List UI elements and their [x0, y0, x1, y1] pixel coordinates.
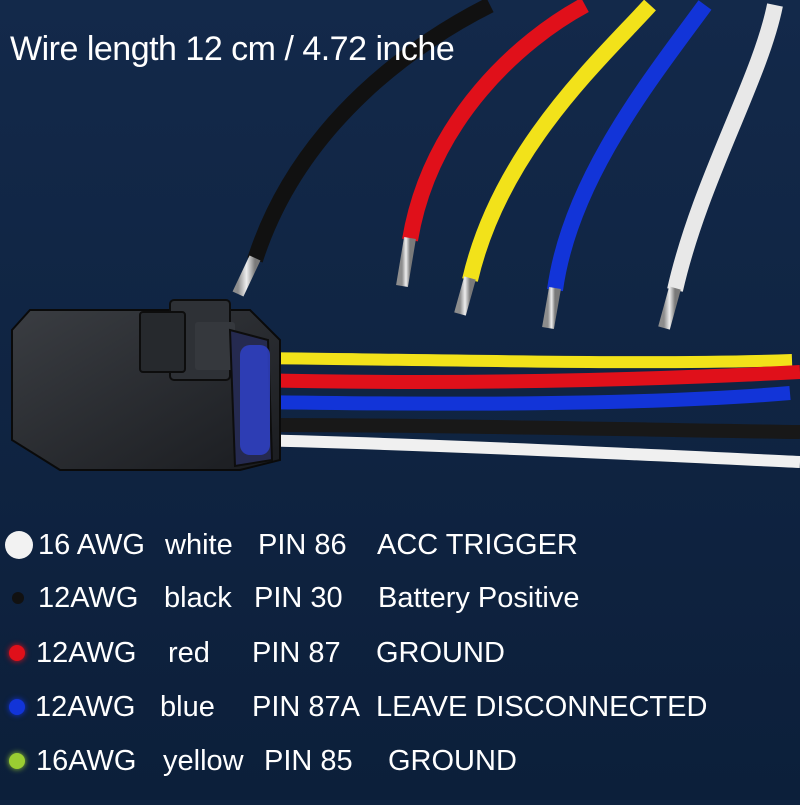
legend-gauge: 12AWG [38, 582, 139, 614]
legend-function: Battery Positive [378, 582, 580, 614]
red-wire-loose [402, 0, 589, 242]
legend-row-blue: 12AWG blue PIN 87A LEAVE DISCONNECTED [0, 687, 800, 727]
legend-color: yellow [163, 745, 244, 777]
legend-row-yellow: 16AWG yellow PIN 85 GROUND [0, 741, 800, 781]
yellow-wire-loose [462, 0, 656, 282]
red-wire-tip [396, 237, 416, 287]
legend-function: GROUND [376, 637, 505, 669]
legend-pin: PIN 30 [254, 582, 343, 614]
legend-pin: PIN 87A [252, 691, 360, 723]
blue-wire-loose [547, 0, 712, 292]
wire-length-title: Wire length 12 cm / 4.72 inche [10, 30, 455, 68]
legend-pin: PIN 87 [252, 637, 341, 669]
white-wire-harness [254, 434, 800, 468]
red-dot-icon [9, 645, 25, 661]
black-wire-harness [254, 418, 800, 439]
legend-function: ACC TRIGGER [377, 529, 578, 561]
blue-wire-tip [542, 286, 561, 330]
yellow-dot-icon [9, 753, 25, 769]
legend-row-white: 16 AWG white PIN 86 ACC TRIGGER [0, 525, 800, 565]
legend-pin: PIN 85 [264, 745, 353, 777]
black-wire-loose [247, 0, 494, 263]
blue-dot-icon [9, 699, 25, 715]
white-dot-icon [5, 531, 33, 559]
white-wire-tip [658, 286, 681, 330]
legend-row-black: 12AWG black PIN 30 Battery Positive [0, 578, 800, 618]
legend-gauge: 12AWG [36, 637, 137, 669]
legend-pin: PIN 86 [258, 529, 347, 561]
black-wire-tip [232, 255, 261, 297]
legend-gauge: 16 AWG [38, 529, 145, 561]
yellow-wire-harness [254, 352, 793, 369]
legend-function: LEAVE DISCONNECTED [376, 691, 708, 723]
harness-wires [254, 352, 800, 468]
legend-row-red: 12AWG red PIN 87 GROUND [0, 633, 800, 673]
legend-gauge: 12AWG [35, 691, 136, 723]
legend-color: white [165, 529, 233, 561]
loose-wires [232, 0, 783, 330]
legend-gauge: 16AWG [36, 745, 137, 777]
yellow-wire-tip [454, 276, 476, 316]
legend-color: red [168, 637, 210, 669]
white-wire-loose [667, 3, 783, 292]
red-wire-harness [254, 365, 800, 389]
legend-function: GROUND [388, 745, 517, 777]
black-dot-icon [12, 592, 24, 604]
blue-wire-harness [254, 386, 791, 411]
relay-socket [11, 299, 281, 471]
legend-color: black [164, 582, 232, 614]
legend-color: blue [160, 691, 215, 723]
